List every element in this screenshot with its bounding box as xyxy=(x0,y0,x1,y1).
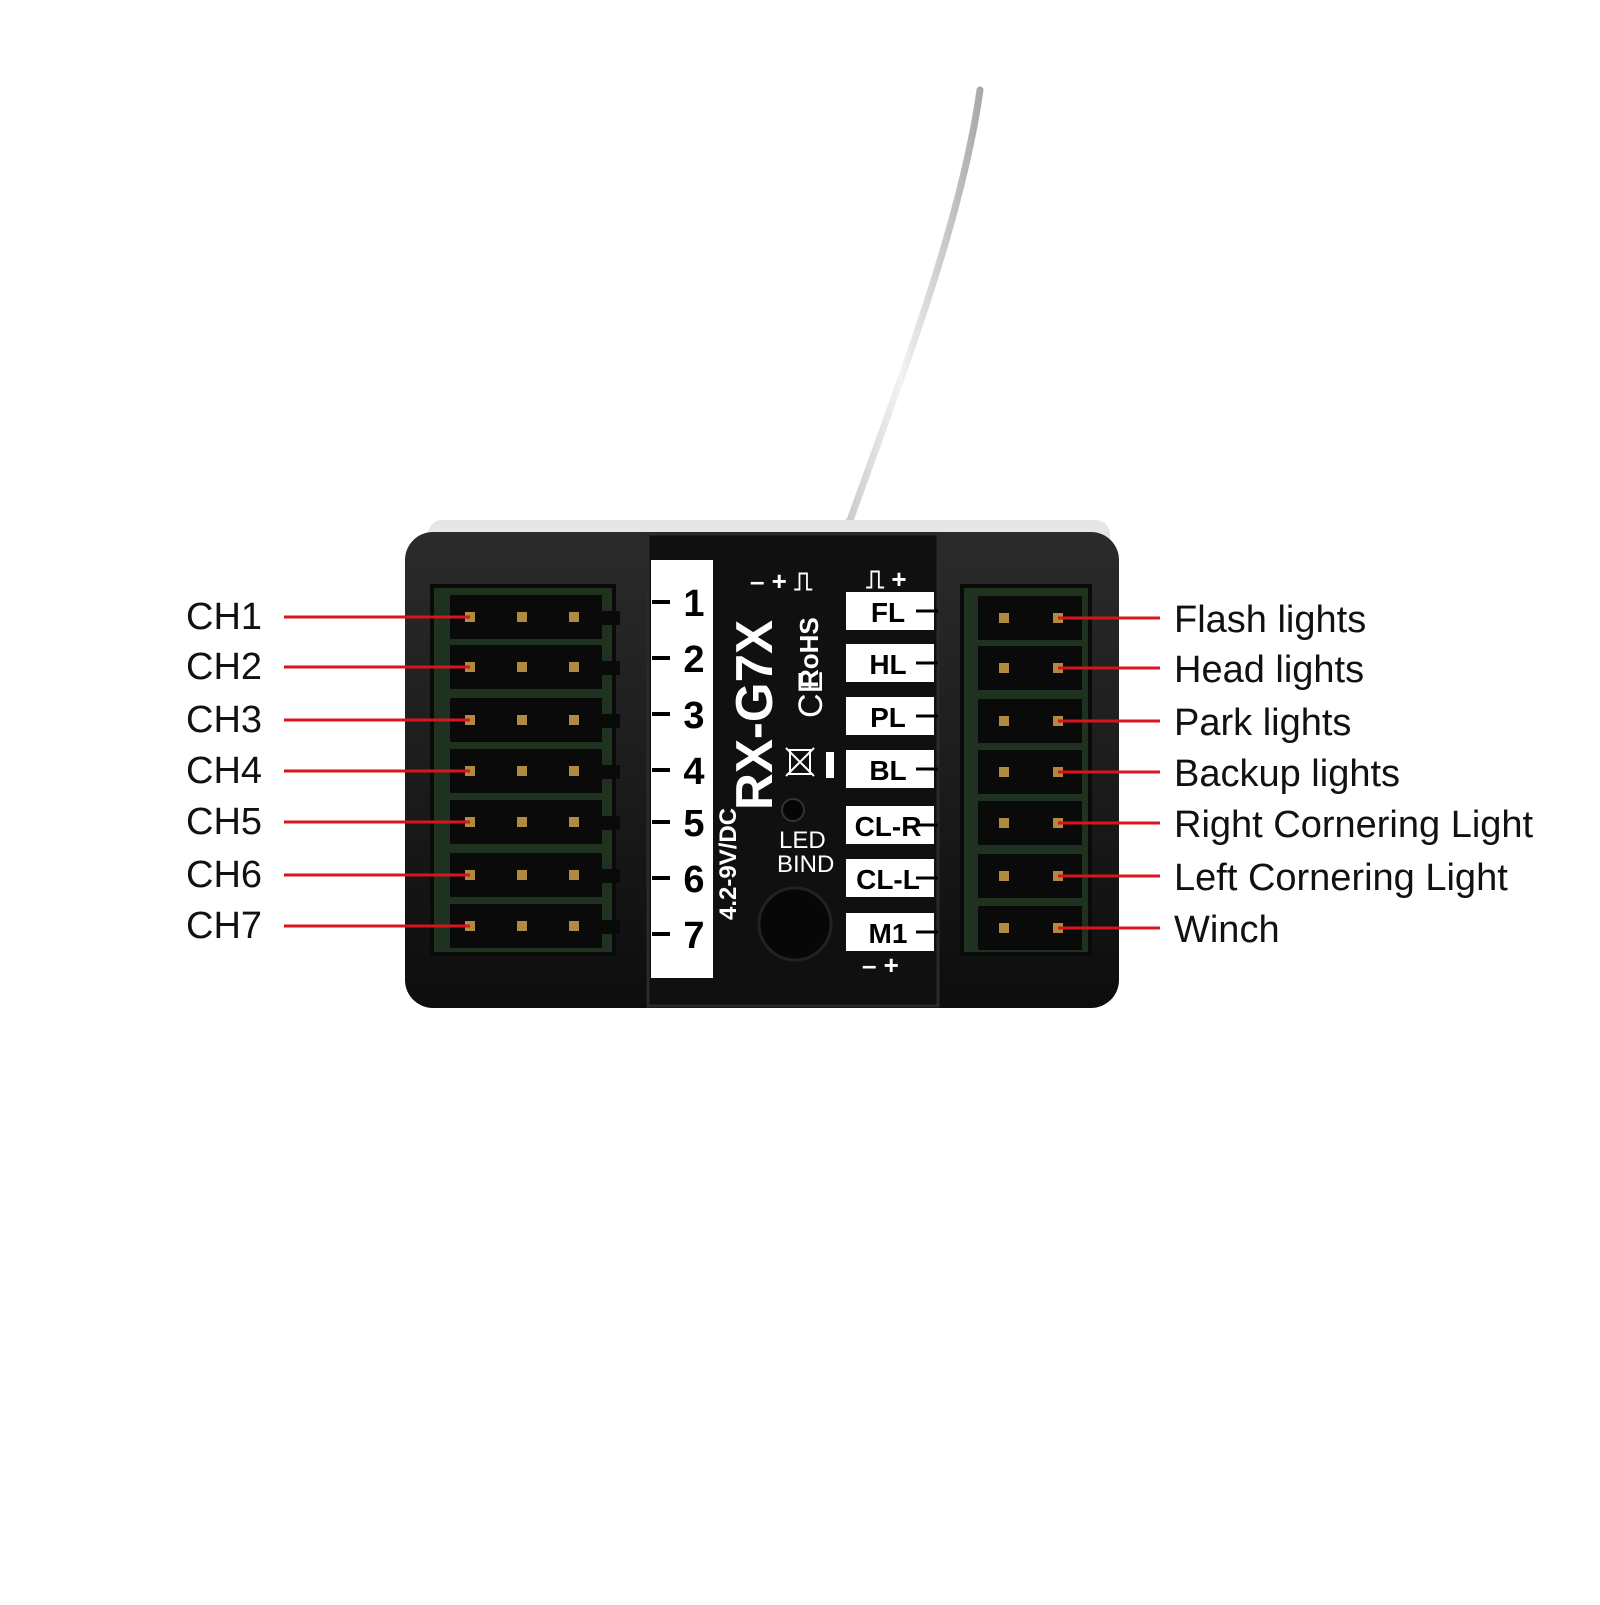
pin-contact xyxy=(517,766,527,776)
pin-contact xyxy=(569,817,579,827)
pin-tab xyxy=(602,611,620,625)
pin-contact xyxy=(517,662,527,672)
pin-contact xyxy=(569,662,579,672)
pin-contact xyxy=(999,663,1009,673)
left-callout-lines xyxy=(284,615,470,928)
pin-contact xyxy=(517,921,527,931)
callout-label-right-5: Right Cornering Light xyxy=(1174,804,1534,846)
pin-contact xyxy=(569,612,579,622)
weee-bin-icon xyxy=(785,747,815,777)
pin-contact xyxy=(999,818,1009,828)
bind-label: BIND xyxy=(777,851,834,878)
function-tag-7: M1 xyxy=(846,913,938,951)
pin-tab xyxy=(602,816,620,830)
tag-text: HL xyxy=(869,649,906,680)
function-tag-3: PL xyxy=(846,697,938,735)
function-tag-1: FL xyxy=(846,592,938,630)
led-indicator xyxy=(781,798,805,822)
channel-number-list: 1 2 3 4 5 6 7 xyxy=(652,583,705,957)
channel-number-2: 2 xyxy=(683,639,704,681)
tag-text: CL-L xyxy=(856,864,920,895)
callout-label-left-1: CH1 xyxy=(186,596,263,638)
left-pin-rows xyxy=(450,595,620,948)
channel-number-7: 7 xyxy=(683,915,704,957)
channel-number-3: 3 xyxy=(683,695,704,737)
callout-label-right-2: Head lights xyxy=(1174,649,1365,691)
left-pin-row-7 xyxy=(450,904,620,948)
tag-text: PL xyxy=(870,702,906,733)
left-pin-row-3 xyxy=(450,698,620,742)
pin-tab xyxy=(602,714,620,728)
antenna-wire xyxy=(818,86,984,602)
left-pin-row-4 xyxy=(450,749,620,793)
function-tag-list: FL HL PL BL CL-R CL-L M1 xyxy=(846,592,938,951)
pin-tab xyxy=(602,661,620,675)
pin-contact xyxy=(517,715,527,725)
pin-contact xyxy=(517,612,527,622)
pin-contact xyxy=(569,921,579,931)
channel-number-5: 5 xyxy=(683,803,704,845)
callout-label-right-6: Left Cornering Light xyxy=(1174,857,1508,899)
callout-label-left-3: CH3 xyxy=(186,699,263,741)
pin-contact xyxy=(517,870,527,880)
bind-button xyxy=(757,886,833,962)
function-tag-6: CL-L xyxy=(846,859,938,897)
right-pin-legend-top: ⎍ + xyxy=(866,564,907,594)
left-pin-row-6 xyxy=(450,853,620,897)
right-pin-legend-bottom: – + xyxy=(862,950,899,980)
pin-contact xyxy=(569,870,579,880)
callout-label-right-4: Backup lights xyxy=(1174,753,1401,795)
voltage-rating: 4.2-9V/DC xyxy=(715,808,742,920)
function-tag-2: HL xyxy=(846,644,938,682)
pin-tab xyxy=(602,920,620,934)
pin-contact xyxy=(999,716,1009,726)
ce-mark: CE xyxy=(792,671,830,718)
minus-bar-mark xyxy=(826,752,834,778)
pin-contact xyxy=(999,613,1009,623)
rohs-mark: RoHS xyxy=(794,617,824,688)
pin-contact xyxy=(999,923,1009,933)
callout-label-left-5: CH5 xyxy=(186,801,263,843)
tag-text: FL xyxy=(871,597,905,628)
callout-label-right-1: Flash lights xyxy=(1174,599,1367,641)
callout-label-right-3: Park lights xyxy=(1174,702,1352,744)
pin-contact xyxy=(569,766,579,776)
pin-contact xyxy=(517,817,527,827)
pin-contact xyxy=(999,871,1009,881)
callout-label-left-2: CH2 xyxy=(186,646,263,688)
pin-contact xyxy=(999,767,1009,777)
channel-number-6: 6 xyxy=(683,859,704,901)
tag-text: BL xyxy=(869,755,906,786)
tag-text: M1 xyxy=(869,918,908,949)
pin-contact xyxy=(569,715,579,725)
callout-label-right-7: Winch xyxy=(1174,909,1280,951)
callout-label-left-4: CH4 xyxy=(186,750,263,792)
left-pin-legend: – + ⎍ xyxy=(750,566,813,596)
function-tag-5: CL-R xyxy=(846,806,938,844)
right-pin-rows xyxy=(978,596,1082,950)
pin-tab xyxy=(602,765,620,779)
left-pin-row-5 xyxy=(450,800,620,844)
pin-tab xyxy=(602,869,620,883)
model-name: RX-G7X xyxy=(726,620,784,810)
left-pin-row-1 xyxy=(450,595,620,639)
channel-number-4: 4 xyxy=(683,751,704,793)
led-label: LED xyxy=(779,827,826,854)
function-tag-4: BL xyxy=(846,750,938,788)
callout-label-left-6: CH6 xyxy=(186,854,263,896)
right-callout-lines xyxy=(1058,616,1160,930)
channel-number-1: 1 xyxy=(683,583,704,625)
callout-label-left-7: CH7 xyxy=(186,905,263,947)
tag-text: CL-R xyxy=(855,811,922,842)
left-pin-row-2 xyxy=(450,645,620,689)
